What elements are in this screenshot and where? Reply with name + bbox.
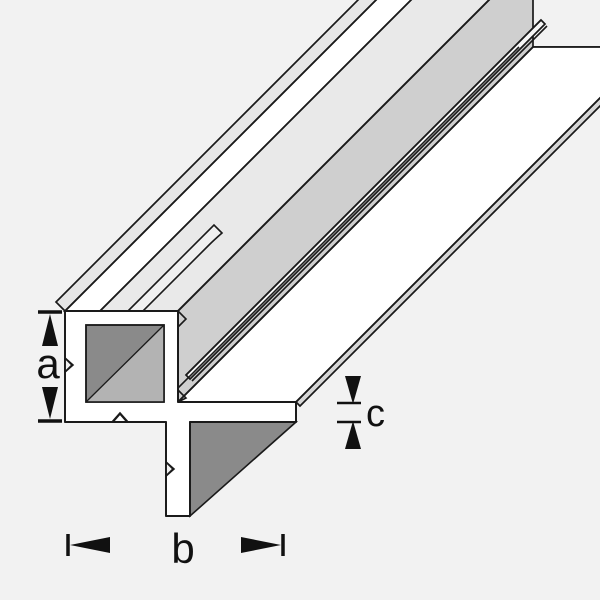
arris-5 [163, 46, 520, 403]
dim-c-arrow-top [345, 376, 361, 404]
arris-8 [185, 19, 542, 376]
cut-face-bore [85, 324, 165, 403]
dim-b-label: b [171, 525, 194, 572]
bead-bottom-outer [111, 411, 129, 423]
dim-c-label: c [366, 393, 385, 435]
dimension-c: c [337, 376, 385, 449]
arris-1 [64, 0, 378, 312]
arris-9 [191, 25, 548, 382]
dimension-b: b [66, 525, 285, 572]
dim-b-arrow-left [70, 537, 110, 553]
arris-7 [295, 96, 600, 403]
bead-finleft-outer [165, 461, 176, 477]
arris-6 [177, 46, 534, 403]
dimension-a: a [36, 310, 62, 423]
extrusion-geometry [54, 0, 600, 518]
dim-b-arrow-right [241, 537, 281, 553]
dim-a-label: a [36, 340, 60, 387]
bead-top-corner [177, 310, 188, 328]
bead-fin-right-corner [177, 389, 188, 403]
bore-diagonal [85, 324, 165, 403]
cut-face-outline [64, 310, 297, 517]
bead-left-outer [64, 357, 75, 373]
dim-a-arrow-up [42, 314, 58, 346]
bore-rect-outline [85, 324, 165, 403]
arris-4 [163, 0, 491, 326]
dim-c-arrow-bottom [345, 421, 361, 449]
dim-a-arrow-down [42, 387, 58, 419]
arris-3 [85, 0, 413, 326]
